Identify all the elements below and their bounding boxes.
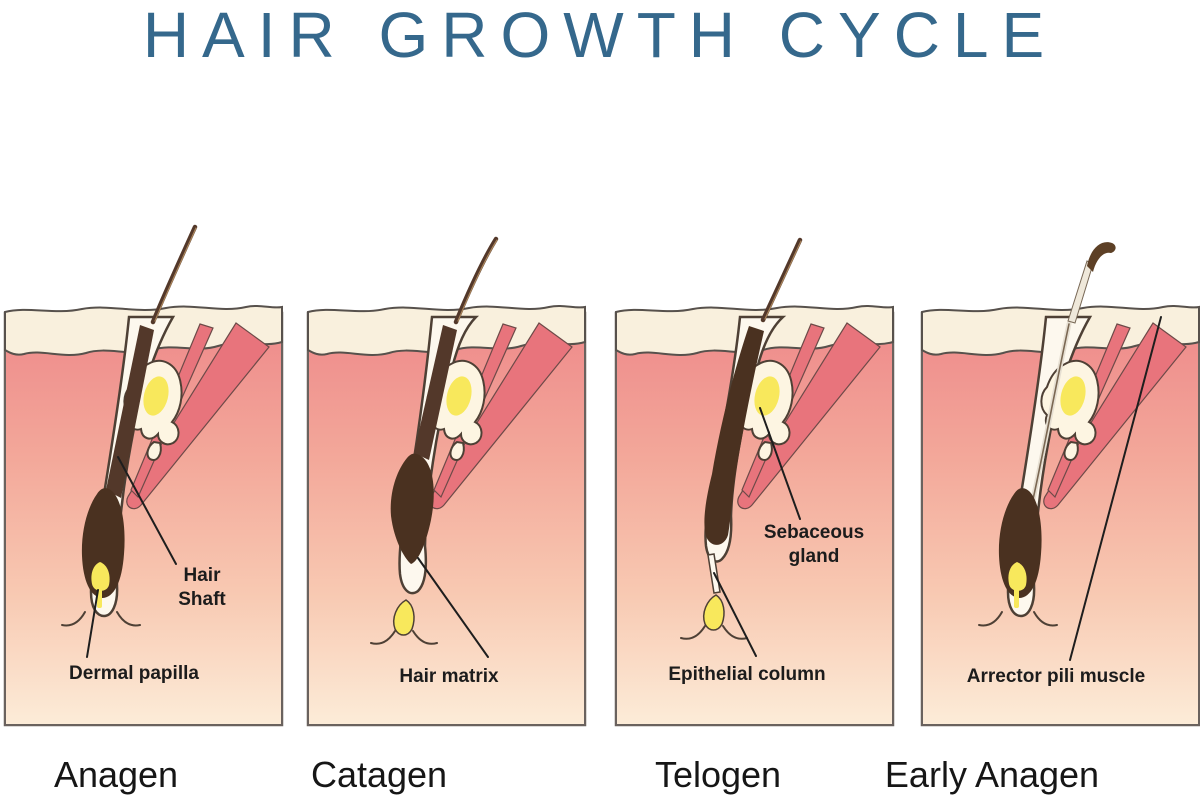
diagram-illustration bbox=[3, 224, 1200, 727]
sebaceous-gland-label: Sebaceous gland bbox=[763, 522, 865, 567]
hair-bulb bbox=[81, 488, 125, 598]
stage-label-telogen: Telogen bbox=[654, 754, 782, 795]
hair-matrix-label: Hair matrix bbox=[399, 666, 499, 687]
leader-lines bbox=[86, 456, 177, 658]
sheath-whiskers bbox=[370, 630, 438, 645]
hair-shaft bbox=[704, 237, 803, 545]
stage-label-early-anagen: Early Anagen bbox=[884, 754, 1100, 795]
arrector-pili-muscle-label: Arrector pili muscle bbox=[966, 666, 1146, 687]
dermal-papilla-label: Dermal papilla bbox=[69, 663, 199, 684]
leader-lines bbox=[417, 557, 489, 658]
hair-shaft-label: Hair Shaft bbox=[178, 565, 226, 610]
leader-lines bbox=[1069, 316, 1162, 661]
hair-bulb bbox=[998, 488, 1042, 598]
panel-anagen-illustration bbox=[3, 224, 284, 727]
epithelial-column-label: Epithelial column bbox=[668, 664, 826, 685]
leader-lines bbox=[713, 407, 801, 657]
stage-label-anagen: Anagen bbox=[53, 754, 179, 795]
page-title: HAIR GROWTH CYCLE bbox=[142, 0, 1058, 71]
hair-shaft bbox=[390, 236, 499, 564]
sheath-whiskers bbox=[978, 611, 1058, 627]
panel-telogen-illustration bbox=[614, 237, 895, 727]
dermal-papilla bbox=[703, 594, 725, 631]
panel-early-anagen-illustration bbox=[920, 242, 1200, 727]
hair-shaft bbox=[81, 224, 198, 598]
sheath-whiskers bbox=[680, 625, 748, 640]
dermal-papilla bbox=[393, 599, 415, 636]
hair-matrix-bulb bbox=[390, 453, 434, 564]
sheath-whiskers bbox=[61, 611, 141, 627]
stage-label-catagen: Catagen bbox=[310, 754, 448, 795]
panel-catagen-illustration bbox=[306, 236, 587, 727]
dermal-papilla bbox=[1008, 562, 1027, 608]
sebaceous-gland bbox=[426, 359, 486, 461]
old-hair bbox=[1067, 242, 1116, 324]
club-hair bbox=[704, 326, 764, 545]
